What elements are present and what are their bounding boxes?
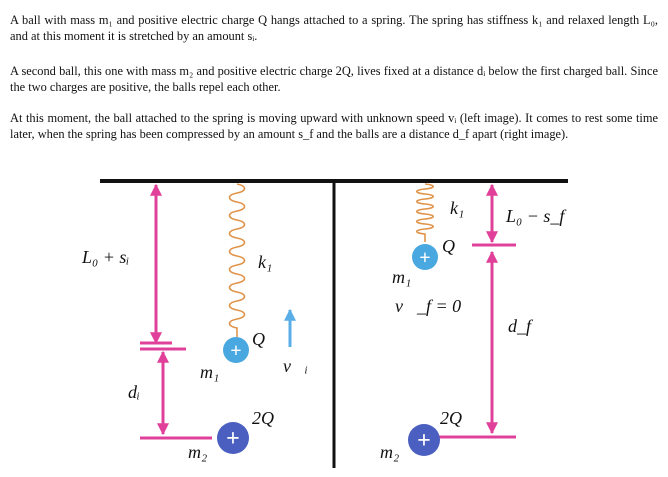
left-ball1-charge: Q bbox=[252, 329, 265, 349]
right-distance-label: d_f bbox=[508, 316, 534, 336]
right-ball1 bbox=[412, 244, 438, 270]
right-spring bbox=[415, 183, 435, 242]
right-ball2-plus-icon: + bbox=[417, 428, 431, 454]
left-velocity-label: v⃗ᵢ bbox=[283, 356, 308, 376]
left-ball2 bbox=[217, 422, 249, 454]
left-distance-label: dᵢ bbox=[128, 382, 140, 402]
right-panel: k₁ + Q m₁ v⃗_f = 0 L₀ − s_f d_f + 2Q m₂ bbox=[380, 183, 567, 462]
right-ball2-mass: m₂ bbox=[380, 442, 399, 462]
right-length-label: L₀ − s_f bbox=[505, 206, 567, 226]
right-velocity-label: v⃗_f = 0 bbox=[395, 296, 461, 316]
right-spring-label: k₁ bbox=[450, 198, 464, 218]
left-ball2-plus-icon: + bbox=[226, 426, 240, 452]
left-spring bbox=[228, 183, 246, 337]
left-ball1 bbox=[223, 337, 249, 363]
left-length-label: L₀ + sᵢ bbox=[81, 247, 129, 267]
second-ball-paragraph: A second ball, this one with mass m₂ and… bbox=[10, 64, 658, 94]
right-ball1-plus-icon: + bbox=[419, 247, 430, 269]
right-ball2 bbox=[408, 424, 440, 456]
motion-paragraph: At this moment, the ball attached to the… bbox=[10, 111, 658, 141]
left-panel: L₀ + sᵢ dᵢ k₁ + Q m₁ v⃗ᵢ + 2Q m₂ bbox=[81, 183, 308, 462]
left-spring-label: k₁ bbox=[258, 252, 272, 272]
right-ball1-charge: Q bbox=[442, 236, 455, 256]
left-ball2-charge: 2Q bbox=[252, 408, 274, 428]
right-ball2-charge: 2Q bbox=[440, 408, 462, 428]
left-ball1-mass: m₁ bbox=[200, 362, 219, 382]
right-ball1-mass: m₁ bbox=[392, 267, 411, 287]
intro-paragraph: A ball with mass m₁ and positive electri… bbox=[10, 13, 658, 43]
left-ball2-mass: m₂ bbox=[188, 442, 207, 462]
left-ball1-plus-icon: + bbox=[230, 340, 241, 362]
